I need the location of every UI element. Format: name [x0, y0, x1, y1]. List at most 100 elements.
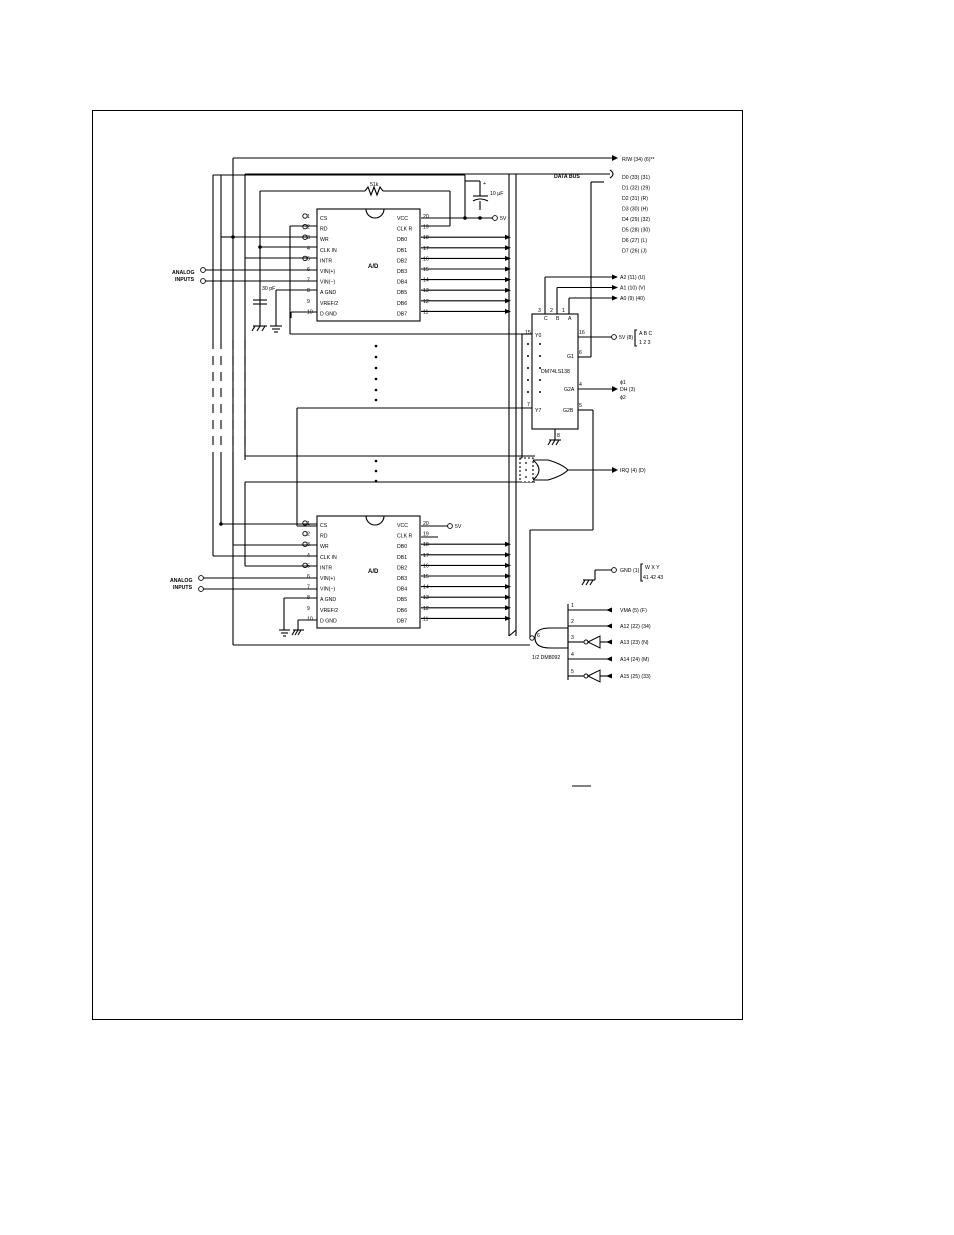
decoder-pin-6: 6 [579, 350, 582, 356]
decoder-y0: Y0 [535, 333, 541, 339]
gnd-label: GND (1) [620, 568, 640, 574]
adc_top-left-name-9: VREF/2 [320, 301, 338, 307]
adc-bottom-label: A/D [368, 569, 379, 575]
nand-in-sig-1: A12 (22) (34) [620, 624, 651, 630]
nand-in-pin-1: 1 [571, 603, 574, 609]
adc-top-label: A/D [368, 264, 379, 270]
decoder-in-name-0: C [544, 316, 548, 322]
adc_bottom-right-name-11: DB7 [397, 618, 407, 624]
adc_bottom-left-pin-2: 2 [307, 532, 310, 538]
decoder-in-name-2: A [568, 316, 572, 322]
bus-labels: R/W (34) (6)** DATA BUS D0 (33) (31)D1 (… [262, 157, 655, 292]
decoder-in-pin-0: 3 [538, 308, 541, 314]
db-arrow-1-4 [505, 562, 511, 568]
decoder-y7: Y7 [535, 408, 541, 414]
adc_bottom-left-pin-7: 7 [307, 585, 310, 591]
db-arrow-1-7 [505, 594, 511, 600]
nand-in-arrow-3 [606, 656, 612, 662]
adc_top-right-name-18: DB0 [397, 237, 407, 243]
cap-supply-label: 10 µF [490, 191, 503, 197]
adc_top-right-pin-18: 18 [423, 235, 429, 241]
adc_top-left-name-2: RD [320, 227, 328, 233]
adc_bottom-terminal-2 [302, 541, 308, 547]
adc_bottom-right-name-15: DB3 [397, 576, 407, 582]
adc_top-left-name-4: CLK IN [320, 248, 337, 254]
adc_top-terminal-1 [302, 223, 308, 230]
decoder-pin-7: 7 [527, 402, 530, 408]
nand-inverter-4 [586, 669, 601, 683]
adc_bottom-right-pin-16: 16 [423, 563, 429, 569]
adc_bottom-right-pin-14: 14 [423, 585, 429, 591]
figure-frame [92, 110, 743, 1020]
db-arrow-0-6 [505, 277, 511, 283]
resistor-label: 51k [370, 182, 379, 188]
adc_bottom-left-name-3: WR [320, 544, 329, 550]
decoder-in-sig-2: A0 (9) (40) [620, 296, 645, 302]
nand-in-pin-5: 5 [571, 669, 574, 675]
adc_bottom-left-name-2: RD [320, 534, 328, 540]
adc_top-right-pin-16: 16 [423, 256, 429, 262]
decoder-g2a-signal: DH (3) [620, 387, 636, 393]
adc_bottom-right-pin-20: 20 [423, 521, 429, 527]
db-arrow-1-9 [505, 615, 511, 621]
nand-in-arrow-2 [606, 639, 612, 645]
adc_top-right-name-17: DB1 [397, 248, 407, 254]
adc_bottom-right-name-17: DB1 [397, 555, 407, 561]
adc_top-right-pin-20: 20 [423, 214, 429, 220]
adc_top-left-pin-4: 4 [307, 246, 310, 252]
nand-in-arrow-1 [606, 623, 612, 629]
wiring-bottom: 5V [198, 460, 530, 646]
db-arrow-0-3 [505, 245, 511, 251]
adc_top-left-name-5: INTR [320, 258, 332, 264]
adc_top-left-pin-2: 2 [307, 225, 310, 231]
adc_bottom-left-name-8: A GND [320, 597, 336, 603]
data-bus-arrows [421, 234, 511, 621]
analog-inputs-bottom-1: ANALOG [170, 578, 192, 584]
adc_top-left-name-3: WR [320, 237, 329, 243]
decoder-vcc-label: 5V (8) [619, 335, 633, 341]
adc_bottom-left-pin-6: 6 [307, 574, 310, 580]
adc_top-right-name-20: VCC [397, 216, 408, 222]
decoder-chip: DM74LS138 Y0 Y7 G1 G2A G2B 15 7 16 6 4 5… [296, 181, 653, 637]
bus-data-7: D7 (26) (J) [622, 249, 647, 255]
decoder-in-name-1: B [556, 316, 560, 322]
db-arrow-0-5 [505, 266, 511, 272]
adc_bottom-left-name-7: VIN(−) [320, 587, 335, 593]
db-arrow-0-8 [505, 298, 511, 304]
adc_top-terminal-0 [302, 213, 308, 219]
db-arrow-1-6 [505, 584, 511, 590]
adc_top-right-pin-15: 15 [423, 267, 429, 273]
nand-in-sig-0: VMA (5) (F) [620, 608, 647, 614]
decoder-pin-8: 8 [557, 433, 560, 439]
adc_bottom-right-pin-12: 12 [423, 606, 429, 612]
nand-in-sig-2: A13 (23) (N) [620, 640, 649, 646]
adc_bottom-left-pin-10: 10 [307, 616, 313, 622]
adc_top-left-name-10: D GND [320, 311, 337, 317]
adc_top-right-name-13: DB5 [397, 290, 407, 296]
decoder-pin-15: 15 [525, 330, 531, 336]
bus-data-5: D5 (28) (30) [622, 228, 650, 234]
decoder-in-pin-2: 1 [562, 308, 565, 314]
adc_bottom-right-pin-17: 17 [423, 553, 429, 559]
cap-clock-label: 30 pF [262, 286, 275, 292]
irq-label: IRQ (4) (D) [620, 468, 646, 474]
nand-in-arrow-4 [606, 673, 612, 679]
adc-bottom-vcc-label: 5V [455, 524, 462, 530]
nand-in-sig-3: A14 (24) (M) [620, 657, 649, 663]
db-arrow-1-8 [505, 605, 511, 611]
adc_bottom-right-name-13: DB5 [397, 597, 407, 603]
nand-in-pin-2: 2 [571, 619, 574, 625]
bus-data-1: D1 (32) (29) [622, 186, 650, 192]
adc_bottom-right-name-12: DB6 [397, 608, 407, 614]
decoder-name: DM74LS138 [541, 369, 570, 375]
adc_top-left-pin-8: 8 [307, 288, 310, 294]
adc_bottom-left-name-1: CS [320, 523, 328, 529]
adc_bottom-right-pin-13: 13 [423, 595, 429, 601]
decoder-vcc-bracket-1: A B C [639, 331, 653, 337]
adc_bottom-right-name-14: DB4 [397, 587, 407, 593]
decoder-phi1: ϕ1 [620, 380, 626, 386]
adc_bottom-right-pin-15: 15 [423, 574, 429, 580]
